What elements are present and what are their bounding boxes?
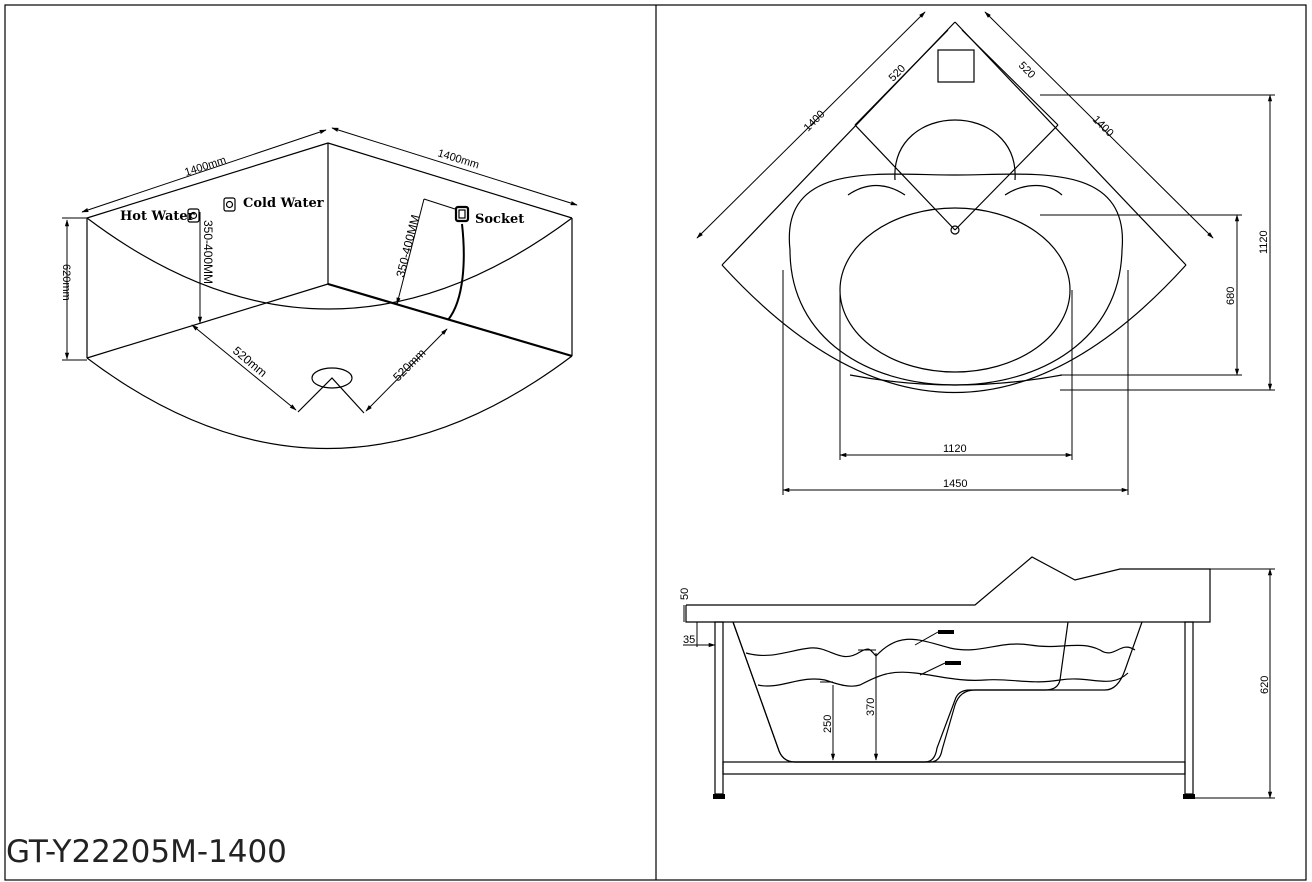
dim-water: 370 xyxy=(865,698,877,716)
dim-hot-water-height: 350-400MM xyxy=(201,220,215,284)
model-number: GT-Y22205M-1400 xyxy=(6,834,287,870)
socket-icon xyxy=(454,205,470,223)
dim-depth-inner: 680 xyxy=(1225,287,1237,305)
dim-side-right: 1400 xyxy=(1090,114,1116,140)
top-view: 1400 1400 520 520 1120 1450 680 1120 xyxy=(696,11,1275,495)
dim-socket-height: 350-400MM xyxy=(393,213,422,279)
cold-water-label: Cold Water xyxy=(243,196,324,211)
dim-inner-right: 520 xyxy=(1016,60,1037,81)
socket-label: Socket xyxy=(475,212,524,227)
dim-total-height: 620 xyxy=(1259,676,1271,694)
dim-width-inner: 1120 xyxy=(943,443,967,455)
dim-rim: 50 xyxy=(679,588,691,600)
drain-icon xyxy=(311,367,353,389)
dim-width-outer: 1450 xyxy=(943,478,967,490)
dim-height: 620mm xyxy=(60,264,72,301)
dim-inner-left: 520 xyxy=(887,63,908,84)
dim-seat-water: 250 xyxy=(822,715,834,733)
side-view: 50 35 250 370 620 xyxy=(679,556,1275,799)
dim-drain-right: 520mm xyxy=(390,346,428,384)
isometric-view: 1400mm 1400mm 620mm Hot Water Cold Water… xyxy=(60,127,578,450)
water-level-marker xyxy=(945,661,961,665)
water-level-marker xyxy=(938,630,954,634)
dim-leg-offset: 35 xyxy=(683,634,695,646)
cold-water-outlet-icon xyxy=(223,197,236,212)
hot-water-label: Hot Water xyxy=(120,209,195,224)
hot-water-outlet-icon xyxy=(187,208,200,223)
dim-drain-left: 520mm xyxy=(230,344,270,380)
dim-depth-outer: 1120 xyxy=(1258,230,1270,254)
dim-left-length: 1400mm xyxy=(183,154,227,179)
socket-cable xyxy=(447,223,465,321)
